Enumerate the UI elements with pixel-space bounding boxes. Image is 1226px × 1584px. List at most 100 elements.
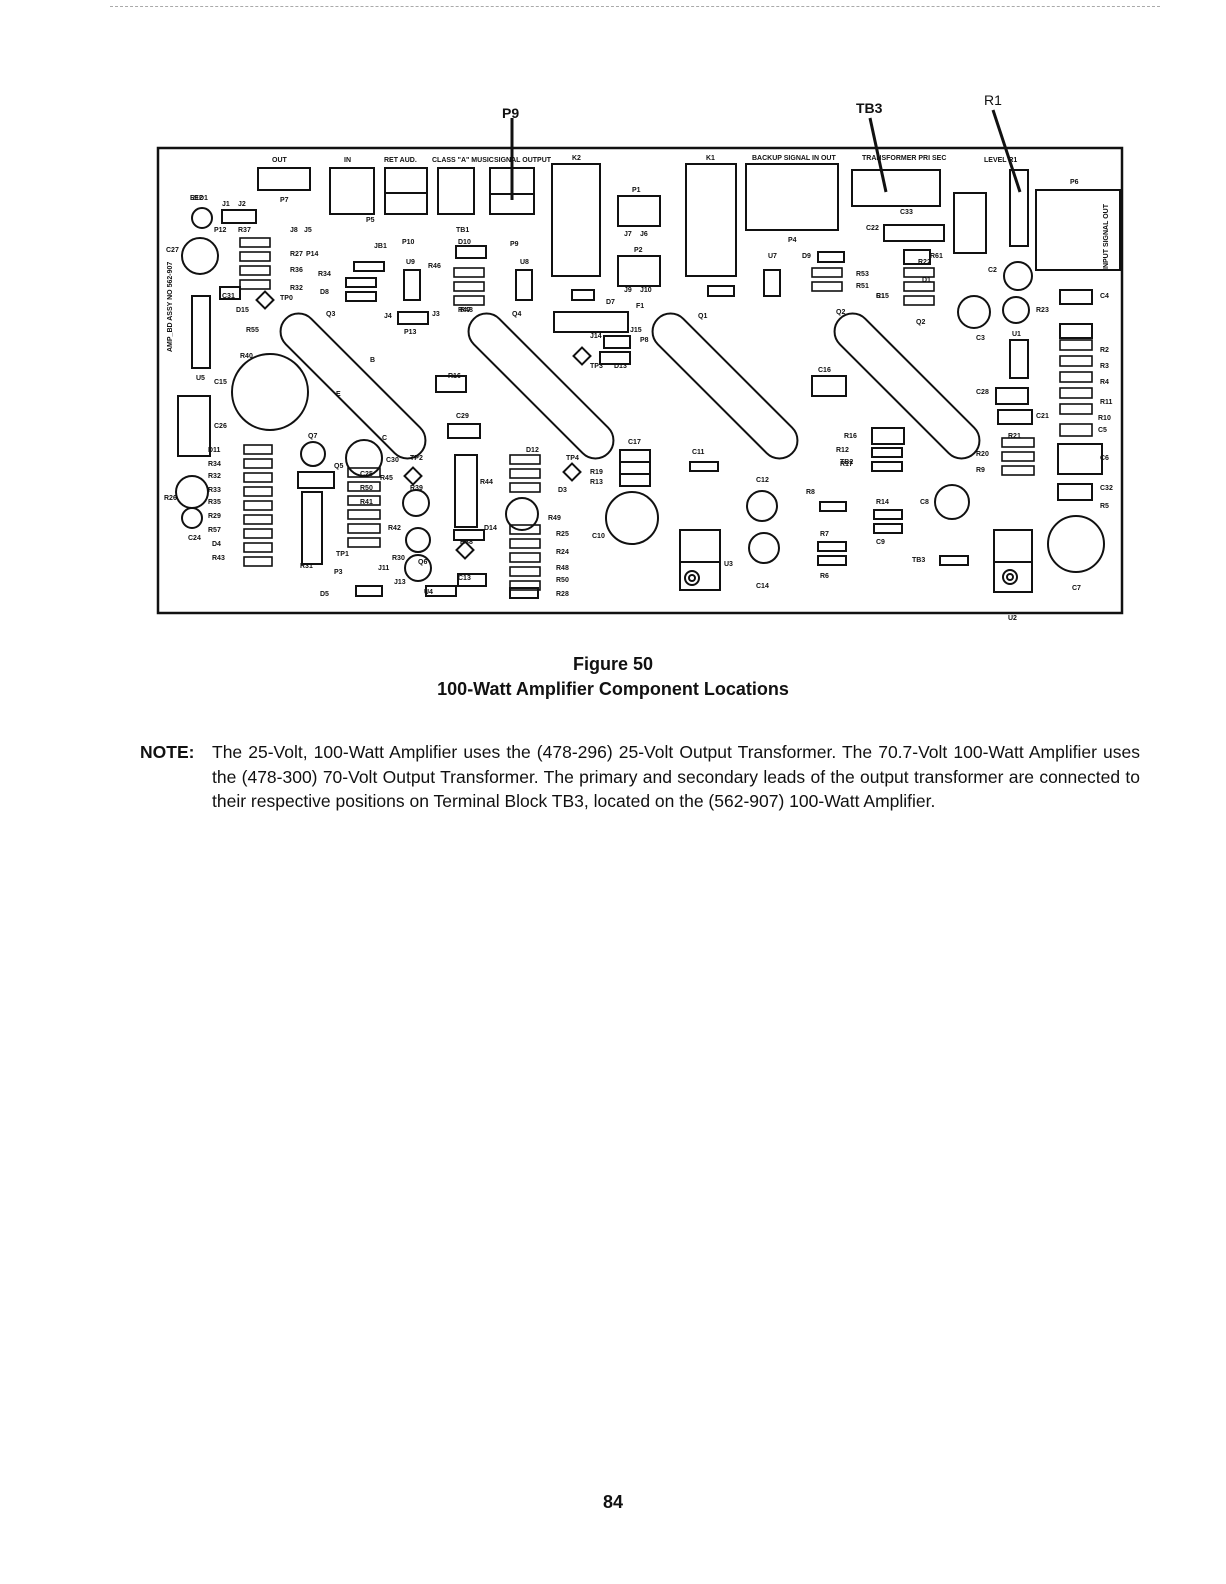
connector-p1 bbox=[617, 195, 661, 227]
component-label: P5 bbox=[366, 217, 375, 224]
component-label: C4 bbox=[1100, 293, 1109, 300]
component-label: P1 bbox=[632, 187, 641, 194]
led1 bbox=[191, 207, 213, 229]
component-label: R34 bbox=[208, 461, 221, 468]
resistor-r15 bbox=[811, 375, 847, 397]
svg-text:P6: P6 bbox=[1070, 179, 1079, 186]
component-label: Q2 bbox=[836, 309, 845, 316]
component-label: J5 bbox=[304, 227, 312, 234]
capacitor-c28 bbox=[995, 387, 1029, 405]
component-label: R37 bbox=[238, 227, 251, 234]
note-text: The 25-Volt, 100-Watt Amplifier uses the… bbox=[212, 742, 1140, 811]
component-label: R23 bbox=[1036, 307, 1049, 314]
component-label: R61 bbox=[930, 253, 943, 260]
component-label: C7 bbox=[1072, 585, 1081, 592]
component-label: R35 bbox=[208, 499, 221, 506]
component-label: C31 bbox=[222, 293, 235, 300]
component-label: D7 bbox=[606, 299, 615, 306]
component-label: LED1 bbox=[190, 195, 208, 202]
component-label: TB2 bbox=[840, 459, 853, 466]
component-label: R20 bbox=[976, 451, 989, 458]
transistor-q7 bbox=[181, 507, 203, 529]
component-label: R24 bbox=[556, 549, 569, 556]
component-label: TP0 bbox=[280, 295, 293, 302]
component-label: R12 bbox=[836, 447, 849, 454]
capacitor-c15 bbox=[231, 353, 309, 431]
callout-tb3: TB3 bbox=[856, 100, 883, 116]
component-label: R29 bbox=[208, 513, 221, 520]
resistor-stack-right bbox=[811, 267, 1093, 476]
transistor-q1 bbox=[651, 312, 799, 460]
component-label: J2 bbox=[238, 201, 246, 208]
amplifier-board-diagram: P9 TB3 R1 OUT IN RET AUD. CLASS "A" MUSI… bbox=[156, 92, 1124, 622]
component-label: C bbox=[382, 435, 387, 442]
component-label: R22 bbox=[918, 259, 931, 266]
component-label: C25 bbox=[360, 471, 373, 478]
fuse-f1 bbox=[553, 311, 629, 333]
callout-p9: P9 bbox=[502, 105, 519, 121]
component-label: R45 bbox=[380, 475, 393, 482]
component-label: R8 bbox=[806, 489, 815, 496]
component-label: R16 bbox=[844, 433, 857, 440]
resistor-stack-center bbox=[347, 267, 541, 591]
svg-text:OUT: OUT bbox=[272, 157, 288, 164]
component-label: J7 bbox=[624, 231, 632, 238]
component-label: P10 bbox=[402, 239, 415, 246]
component-label: R33 bbox=[208, 487, 221, 494]
component-label: C17 bbox=[628, 439, 641, 446]
component-label: TP2 bbox=[410, 455, 423, 462]
capacitor-c9 bbox=[934, 484, 970, 520]
capacitor-c1 bbox=[1003, 261, 1033, 291]
resistor-r16 bbox=[435, 375, 467, 393]
component-label: E bbox=[336, 391, 341, 398]
resistor-stack-left bbox=[239, 237, 273, 567]
component-label: R10 bbox=[1098, 415, 1111, 422]
relay-k2 bbox=[551, 163, 601, 277]
connector-class-a bbox=[437, 167, 475, 215]
component-label: R15 bbox=[876, 293, 889, 300]
component-label: P8 bbox=[640, 337, 649, 344]
component-label: C8 bbox=[920, 499, 929, 506]
component-label: C12 bbox=[756, 477, 769, 484]
component-label: R51 bbox=[856, 283, 869, 290]
component-label: J10 bbox=[640, 287, 652, 294]
transistor-q4 bbox=[467, 312, 615, 460]
component-label: TP3 bbox=[590, 363, 603, 370]
capacitor-c12 bbox=[746, 490, 778, 522]
component-label: J8 bbox=[290, 227, 298, 234]
figure-title: 100-Watt Amplifier Component Locations bbox=[437, 679, 789, 699]
capacitor-c21 bbox=[997, 409, 1033, 425]
component-label: R21 bbox=[1008, 433, 1021, 440]
component-label: R49 bbox=[548, 515, 561, 522]
component-label: TB1 bbox=[456, 227, 469, 234]
component-label: R4 bbox=[1100, 379, 1109, 386]
component-label: Q3 bbox=[326, 311, 335, 318]
component-label: D5 bbox=[320, 591, 329, 598]
component-label: C13 bbox=[458, 575, 471, 582]
component-label: C11 bbox=[692, 449, 705, 456]
component-label: R30 bbox=[392, 555, 405, 562]
component-label: R5 bbox=[1100, 503, 1109, 510]
connector-p2 bbox=[617, 255, 661, 287]
component-label: U5 bbox=[196, 375, 205, 382]
component-label: R47 bbox=[458, 307, 471, 314]
component-label: C1 bbox=[876, 293, 885, 300]
component-label: B bbox=[370, 357, 375, 364]
component-label: C16 bbox=[818, 367, 831, 374]
component-label: C15 bbox=[214, 379, 227, 386]
transistor-q2 bbox=[833, 312, 981, 460]
component-label: R32 bbox=[290, 285, 303, 292]
component-label: C2 bbox=[988, 267, 997, 274]
svg-text:BACKUP SIGNAL IN OUT: BACKUP SIGNAL IN OUT bbox=[752, 155, 836, 162]
svg-text:LEVEL R1: LEVEL R1 bbox=[984, 157, 1017, 164]
component-label: R39 bbox=[410, 485, 423, 492]
svg-text:TRANSFORMER PRI SEC: TRANSFORMER PRI SEC bbox=[862, 155, 946, 162]
svg-text:SIGNAL OUTPUT: SIGNAL OUTPUT bbox=[494, 157, 552, 164]
component-label: C5 bbox=[1098, 427, 1107, 434]
component-label: R50 bbox=[360, 485, 373, 492]
component-label: R48 bbox=[460, 307, 473, 314]
component-label: R36 bbox=[290, 267, 303, 274]
capacitor-c27 bbox=[181, 237, 219, 275]
component-label: D10 bbox=[458, 239, 471, 246]
component-label: D8 bbox=[320, 289, 329, 296]
